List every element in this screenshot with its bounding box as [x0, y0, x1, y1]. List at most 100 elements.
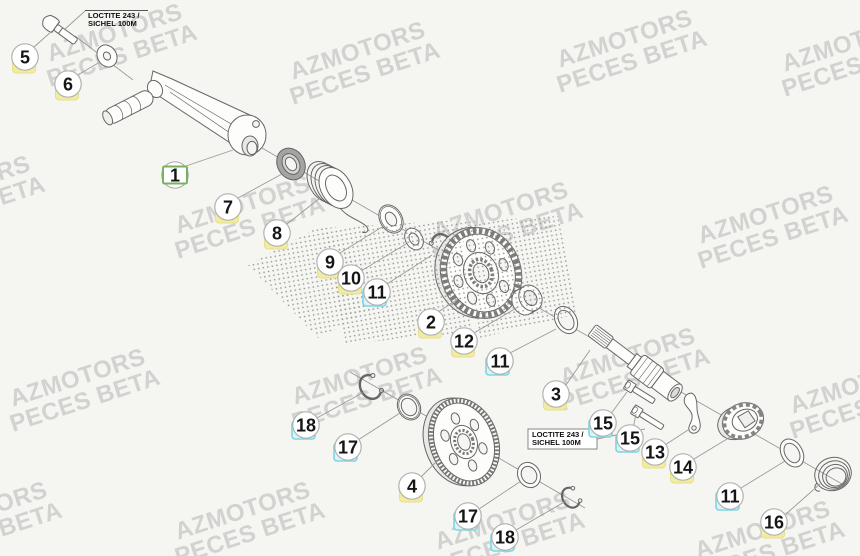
circlip-drawing	[358, 373, 384, 400]
part-callout-7[interactable]: 7	[214, 193, 242, 224]
callout-circle	[589, 409, 617, 437]
callout-number: 16	[764, 513, 784, 533]
callout-circle	[454, 502, 482, 530]
callout-number: 11	[367, 283, 386, 303]
driven-gear-drawing	[422, 397, 500, 487]
watermark-text: AZMOTORSPECES BETA	[779, 348, 860, 445]
bolt-drawing	[623, 379, 656, 404]
callout-circle	[316, 248, 344, 276]
loctite-note-mid: LOCTITE 243 / SICHEL 100M	[527, 428, 598, 450]
callout-circle	[450, 327, 478, 355]
washer-small-drawing	[96, 44, 118, 68]
callout-number: 4	[407, 477, 417, 497]
part-callout-11[interactable]: 11	[362, 278, 391, 307]
oil-seal-drawing	[276, 147, 306, 181]
callout-number: 17	[338, 438, 358, 458]
callout-circle	[398, 472, 426, 500]
part-callout-2[interactable]: 2	[417, 308, 445, 339]
callout-number: 17	[458, 507, 478, 527]
callout-number: 11	[720, 487, 739, 507]
kickstart-lever-drawing	[102, 70, 267, 157]
callout-circle	[542, 380, 570, 408]
note-line2: SICHEL 100M	[532, 438, 581, 447]
part-callout-14[interactable]: 14	[669, 453, 697, 484]
note-line2: SICHEL 100M	[88, 19, 137, 28]
washer-drawing	[516, 461, 542, 489]
callout-number: 3	[551, 385, 561, 405]
callout-number: 18	[495, 528, 515, 548]
watermark-text: AZMOTORSPECES BETA	[164, 474, 329, 556]
part-callout-13[interactable]: 13	[641, 438, 669, 469]
callout-circle	[486, 347, 514, 375]
part-callout-1[interactable]: 1	[161, 161, 189, 189]
callout-number: 5	[20, 48, 30, 68]
part-callout-17[interactable]: 17	[333, 433, 362, 462]
callout-number: 14	[673, 458, 693, 478]
flange-bolt-drawing	[42, 14, 78, 45]
callout-circle	[616, 424, 644, 452]
callout-circle	[54, 70, 82, 98]
part-callout-10[interactable]: 10	[337, 264, 365, 295]
callout-circle	[334, 433, 362, 461]
part-callout-4[interactable]: 4	[398, 472, 426, 503]
callout-number: 7	[223, 198, 233, 218]
watermark-text: AZMOTORSPECES BETA	[771, 6, 860, 103]
circlip-drawing	[560, 485, 583, 509]
watermark-text: AZMOTORSPECES BETA	[0, 341, 164, 438]
callout-number: 13	[645, 443, 665, 463]
callout-number: 15	[620, 429, 640, 449]
bolt-drawing	[630, 404, 665, 430]
coil-spring-drawing	[814, 456, 852, 492]
callout-circle	[417, 308, 445, 336]
washer-drawing	[396, 393, 422, 421]
part-callout-6[interactable]: 6	[54, 70, 82, 101]
callout-number: 15	[593, 414, 613, 434]
kickstart-shaft-drawing	[588, 324, 683, 402]
callout-number: 9	[325, 253, 335, 273]
loctite-note-top: LOCTITE 243 / SICHEL 100M	[85, 10, 148, 28]
part-callout-18[interactable]: 18	[490, 523, 519, 552]
part-callout-11[interactable]: 11	[715, 482, 744, 511]
part-callout-3[interactable]: 3	[542, 380, 570, 411]
return-spring-drawing	[306, 161, 369, 233]
callout-circle	[214, 193, 242, 221]
watermark-text: AZMOTORSPECES BETA	[279, 14, 444, 111]
callout-circle	[11, 43, 39, 71]
part-callout-11[interactable]: 11	[485, 347, 514, 376]
callout-circle	[760, 508, 788, 536]
callout-number: 1	[170, 166, 180, 186]
callout-number: 18	[296, 416, 316, 436]
callout-number: 12	[454, 332, 474, 352]
part-callout-12[interactable]: 12	[450, 327, 478, 358]
part-callout-8[interactable]: 8	[263, 219, 291, 250]
halftone-dot-watermark	[248, 216, 578, 344]
part-callout-16[interactable]: 16	[760, 508, 788, 539]
part-callout-15[interactable]: 15	[615, 424, 644, 453]
part-callout-17[interactable]: 17	[453, 502, 482, 531]
pawl-drawing	[683, 392, 701, 434]
callout-circle	[491, 523, 519, 551]
shim-washer-drawing	[779, 438, 805, 468]
note-line1: LOCTITE 243 /	[88, 11, 140, 20]
watermark-text: AZMOTORSPECES BETA	[687, 178, 852, 275]
part-callout-15[interactable]: 15	[588, 409, 617, 438]
callout-circle	[337, 264, 365, 292]
note-line1: LOCTITE 243 /	[532, 430, 584, 439]
callout-number: 8	[272, 224, 282, 244]
watermark-text: AZMOTORSPECES BETA	[0, 474, 66, 556]
part-callout-18[interactable]: 18	[291, 411, 320, 440]
callout-number: 11	[490, 352, 509, 372]
leader-lines	[33, 10, 821, 531]
callout-number: 2	[426, 313, 436, 333]
callout-number: 10	[341, 269, 361, 289]
callout-circle	[292, 411, 320, 439]
callout-circle	[669, 453, 697, 481]
callout-circle	[263, 219, 291, 247]
watermark-text: AZMOTORSPECES BETA	[546, 2, 711, 99]
part-callout-5[interactable]: 5	[11, 43, 39, 74]
callout-circle	[641, 438, 669, 466]
highlight-square	[162, 165, 188, 185]
watermark-text: AZMOTORSPECES BETA	[0, 148, 49, 245]
